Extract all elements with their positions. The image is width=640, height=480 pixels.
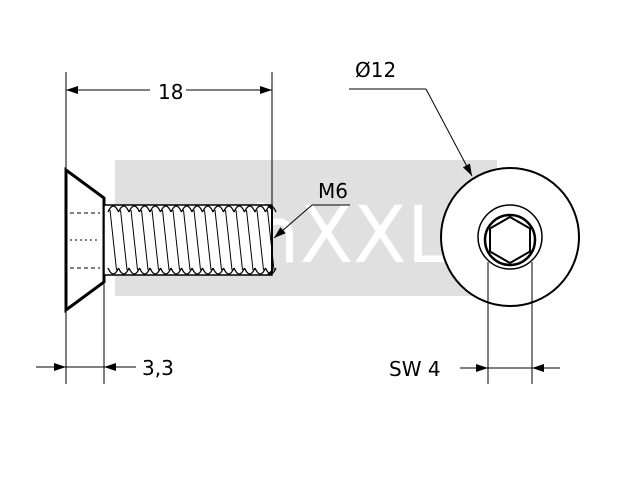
dimension-thread (273, 204, 350, 239)
thread-crest (191, 205, 204, 213)
thread-crest (117, 267, 130, 275)
thread-flank (172, 209, 180, 271)
thread-crest (243, 267, 256, 275)
thread-flank (225, 209, 233, 271)
thread-crest (201, 267, 214, 275)
thread-flank (246, 209, 254, 271)
thread-crest (180, 267, 193, 275)
thread-flank (162, 209, 170, 271)
thread-crest (254, 205, 267, 213)
thread-crest (170, 267, 183, 275)
head-inner-circle (477, 204, 543, 270)
thread-crest (201, 205, 214, 213)
leader-line (425, 88, 473, 177)
head-outer-circle (440, 167, 580, 307)
thread-crest (233, 205, 246, 213)
thread-crest (233, 267, 246, 275)
thread-crest (180, 205, 193, 213)
thread-flank (120, 209, 128, 271)
thread-crest (138, 267, 151, 275)
thread-crest (138, 205, 151, 213)
thread-crest (149, 205, 162, 213)
thread-flank (183, 209, 191, 271)
thread-crest (264, 205, 277, 213)
thread-crest (191, 267, 204, 275)
thread-crest (170, 205, 183, 213)
thread-crest (128, 267, 141, 275)
thread-crest (243, 205, 256, 213)
thread-flank (256, 209, 264, 271)
dimension-diameter (349, 88, 473, 177)
thread-flank (109, 209, 117, 271)
thread-flank (235, 209, 243, 271)
diameter-label: Ø12 (355, 58, 396, 82)
thread-crest (222, 267, 235, 275)
thread-crest (212, 205, 225, 213)
dimension-length (65, 72, 273, 205)
screw-thread (107, 205, 277, 275)
thread-flank (130, 209, 138, 271)
thread-crest (107, 267, 120, 275)
dimension-head-height (36, 284, 136, 384)
screw-top-view (440, 167, 580, 307)
socket-size-label: SW 4 (389, 357, 441, 381)
thread-crest (254, 267, 267, 275)
thread-crest (222, 205, 235, 213)
thread-crest (212, 267, 225, 275)
thread-flank (193, 209, 201, 271)
thread-crest (107, 205, 120, 213)
thread-crest (117, 205, 130, 213)
hex-socket (489, 215, 531, 265)
thread-crest (128, 205, 141, 213)
thread-crest (159, 267, 172, 275)
thread-flank (214, 209, 222, 271)
thread-crest (149, 267, 162, 275)
thread-flank (141, 209, 149, 271)
length-label: 18 (158, 80, 183, 104)
thread-label: M6 (318, 179, 348, 203)
screw-tip (267, 204, 273, 276)
head-height-label: 3,3 (142, 356, 174, 380)
thread-flank (151, 209, 159, 271)
leader-line (273, 204, 313, 239)
screw-side-view (64, 167, 277, 313)
socket-circle (483, 213, 537, 267)
thread-crest (159, 205, 172, 213)
dimension-socket-size (460, 262, 560, 384)
thread-crest (264, 267, 277, 275)
thread-flank (204, 209, 212, 271)
